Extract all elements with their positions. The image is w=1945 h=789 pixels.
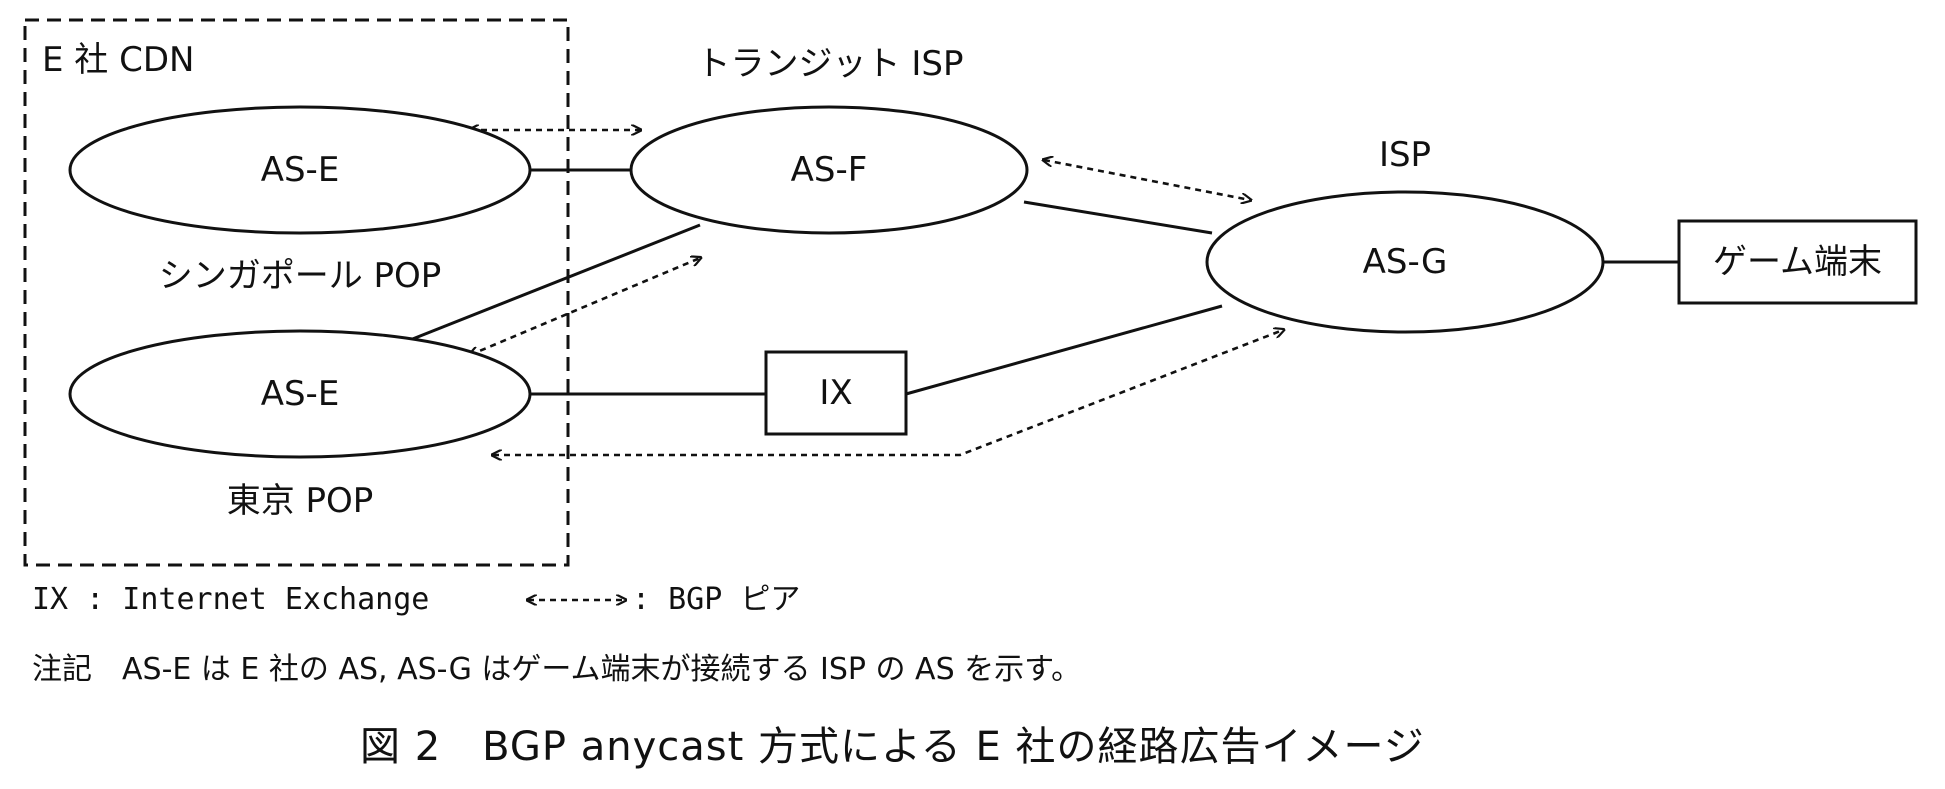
legend-ix-definition: IX : Internet Exchange — [32, 582, 430, 617]
link-ix-isp — [905, 304, 1223, 396]
legend-bgp-peer-label: : BGP ピア — [632, 582, 801, 617]
isp-as-ellipse — [1205, 190, 1605, 334]
tokyo-pop-label: 東京 POP — [226, 481, 374, 521]
transit-as-ellipse — [629, 105, 1029, 235]
bgp-peer-tokyo-transit — [470, 258, 700, 355]
tokyo-as-ellipse — [68, 329, 532, 459]
bgp-peer-tokyo-isp-via-ix — [493, 330, 1283, 455]
game-terminal-label: ゲーム端末 — [1713, 242, 1882, 282]
figure-caption: 図 2 BGP anycast 方式による E 社の経路広告イメージ — [360, 724, 1425, 770]
singapore-as-label: AS-E — [260, 150, 340, 190]
ix-label: IX — [819, 373, 853, 413]
tokyo-as-label: AS-E — [260, 374, 340, 414]
game-terminal-box — [1677, 219, 1918, 305]
diagram-note: 注記 AS-E は E 社の AS, AS-G はゲーム端末が接続する ISP … — [32, 652, 1082, 687]
singapore-pop-label: シンガポール POP — [158, 256, 442, 296]
cdn-region-label: E 社 CDN — [42, 40, 195, 80]
link-transit-isp — [1023, 200, 1213, 235]
transit-group-label: トランジット ISP — [696, 44, 964, 84]
isp-group-label: ISP — [1378, 135, 1432, 175]
transit-as-label: AS-F — [790, 150, 868, 190]
bgp-peer-transit-isp — [1044, 160, 1250, 200]
isp-as-label: AS-G — [1362, 242, 1448, 282]
singapore-as-ellipse — [68, 105, 532, 235]
ix-box — [764, 350, 908, 436]
